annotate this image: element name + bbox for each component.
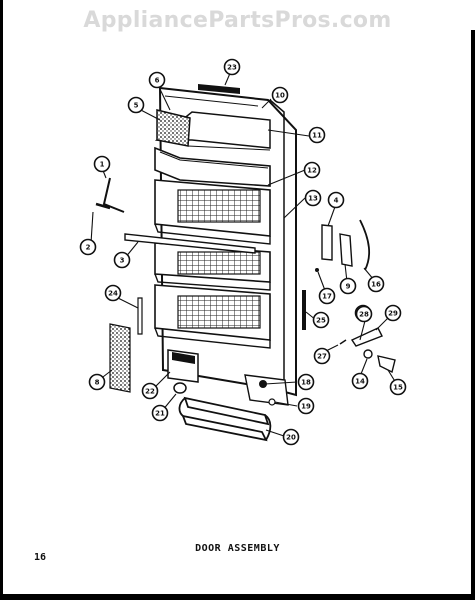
callout-label: 29 bbox=[388, 310, 398, 318]
callout-9: 9 bbox=[339, 277, 357, 295]
top-breaker-strip bbox=[154, 109, 271, 151]
callout-19: 19 bbox=[297, 397, 315, 415]
lower-cover bbox=[167, 349, 199, 383]
callout-label: 14 bbox=[355, 378, 365, 386]
callout-label: 3 bbox=[120, 257, 125, 265]
callout-label: 28 bbox=[359, 311, 369, 319]
callout-23: 23 bbox=[223, 58, 241, 76]
callout-6: 6 bbox=[148, 71, 166, 89]
callout-17: 17 bbox=[318, 287, 336, 305]
callout-label: 2 bbox=[86, 244, 91, 252]
scan-edge-right bbox=[471, 30, 475, 600]
callout-13: 13 bbox=[304, 189, 322, 207]
handle-assembly bbox=[302, 219, 371, 330]
callout-11: 11 bbox=[308, 126, 326, 144]
callout-label: 6 bbox=[155, 77, 160, 85]
callout-3: 3 bbox=[113, 251, 131, 269]
callout-14: 14 bbox=[351, 372, 369, 390]
callout-label: 23 bbox=[227, 64, 237, 72]
door-shelf-upper bbox=[154, 179, 271, 245]
callout-12: 12 bbox=[303, 161, 321, 179]
door-shelf-lower bbox=[154, 284, 271, 349]
callout-label: 16 bbox=[371, 281, 381, 289]
callout-label: 13 bbox=[308, 195, 318, 203]
callout-label: 20 bbox=[286, 434, 296, 442]
callout-label: 17 bbox=[322, 293, 332, 301]
callout-15: 15 bbox=[389, 378, 407, 396]
callout-25: 25 bbox=[312, 311, 330, 329]
top-door-bin bbox=[154, 146, 271, 187]
callout-8: 8 bbox=[88, 373, 106, 391]
callout-label: 1 bbox=[100, 161, 105, 169]
callout-label: 9 bbox=[346, 283, 351, 291]
watermark: AppliancePartsPros.com bbox=[83, 8, 392, 33]
door-gasket bbox=[178, 396, 272, 442]
shelf-bar bbox=[124, 233, 256, 254]
callout-4: 4 bbox=[327, 191, 345, 209]
top-trim-strip bbox=[198, 84, 240, 94]
left-parts bbox=[95, 177, 143, 393]
right-hinge-parts bbox=[339, 327, 396, 374]
callout-16: 16 bbox=[367, 275, 385, 293]
page-number: 16 bbox=[34, 552, 47, 563]
scan-edge-bottom bbox=[0, 594, 475, 600]
callout-22: 22 bbox=[141, 382, 159, 400]
callout-20: 20 bbox=[282, 428, 300, 446]
callout-28: 28 bbox=[355, 305, 373, 323]
door-shelf-middle bbox=[154, 242, 271, 291]
callout-label: 8 bbox=[95, 379, 100, 387]
callout-label: 11 bbox=[312, 132, 322, 140]
callout-label: 5 bbox=[134, 102, 139, 110]
callout-label: 27 bbox=[317, 353, 327, 361]
callout-label: 10 bbox=[275, 92, 285, 100]
callout-29: 29 bbox=[384, 304, 402, 322]
callout-10: 10 bbox=[271, 86, 289, 104]
callout-21: 21 bbox=[151, 404, 169, 422]
scan-edge-left bbox=[0, 0, 3, 600]
door-bumper bbox=[173, 382, 187, 394]
bottom-hinge-bracket bbox=[244, 374, 289, 406]
callout-label: 24 bbox=[108, 290, 118, 298]
callout-label: 19 bbox=[301, 403, 311, 411]
callout-label: 15 bbox=[393, 384, 403, 392]
callout-label: 21 bbox=[155, 410, 165, 418]
callout-24: 24 bbox=[104, 284, 122, 302]
callout-5: 5 bbox=[127, 96, 145, 114]
callout-label: 25 bbox=[316, 317, 326, 325]
callout-label: 22 bbox=[145, 388, 155, 396]
callout-2: 2 bbox=[79, 238, 97, 256]
callout-18: 18 bbox=[297, 373, 315, 391]
diagram-caption: DOOR ASSEMBLY bbox=[195, 543, 280, 554]
callout-label: 18 bbox=[301, 379, 311, 387]
callout-1: 1 bbox=[93, 155, 111, 173]
callout-label: 4 bbox=[334, 197, 339, 205]
callout-27: 27 bbox=[313, 347, 331, 365]
callout-label: 12 bbox=[307, 167, 317, 175]
callout-layer: 1234568910111213141516171819202122232425… bbox=[79, 58, 407, 446]
